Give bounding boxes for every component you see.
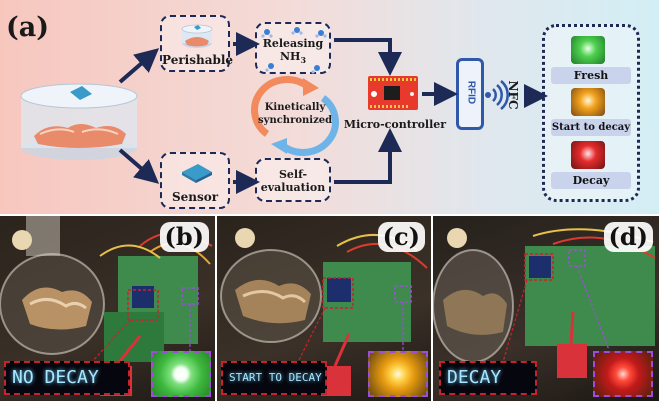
sensor-label: Sensor	[171, 190, 219, 204]
led-inset-decay	[593, 351, 653, 397]
panel-label-a: (a)	[6, 12, 50, 43]
lcd-decay: DECAY	[439, 361, 537, 395]
lcd-no-decay: NO DECAY	[4, 361, 130, 395]
kinetic-line1: Kinetically	[264, 102, 326, 113]
self-evaluation-box: Self- evaluation	[255, 158, 331, 202]
wireless-signal-icon	[485, 80, 509, 110]
rfid-label: RFID	[465, 80, 477, 105]
kinetic-label: Kinetically synchronized	[258, 101, 332, 127]
nh3-subscript: 3	[300, 55, 307, 66]
sync-cycle-arrows	[251, 76, 339, 156]
rfid-tag: RFID	[456, 58, 484, 130]
flask-with-salmon-c	[220, 228, 428, 396]
petri-dish-illustration	[20, 83, 138, 160]
nfc-label: NFC	[506, 80, 520, 110]
start-to-decay-state-label: Start to decay	[551, 119, 631, 136]
releasing-label: Releasing NH3	[257, 37, 329, 67]
microcontroller-board-icon	[368, 76, 418, 110]
sensor-chip-icon	[182, 164, 212, 183]
microcontroller-label: Micro-controller	[343, 118, 447, 131]
self-eval-line1: Self-	[278, 168, 308, 181]
panel-label-b: (b)	[159, 222, 209, 252]
sensor-box: Sensor	[160, 152, 230, 209]
led-inset-fresh	[151, 351, 211, 397]
releasing-line1: Releasing	[262, 37, 324, 50]
kinetic-line2: synchronized	[258, 115, 333, 126]
photo-panel-d: (d) DECAY	[433, 216, 659, 401]
dish-to-perishable-arrow	[118, 48, 160, 84]
decay-state-label: Decay	[551, 172, 631, 189]
panel-label-d: (d)	[603, 222, 653, 252]
photo-panel-c: (c) START TO DECAY	[217, 216, 431, 401]
start-to-decay-led-icon	[571, 88, 605, 116]
molecule-icons	[261, 27, 327, 74]
self-evaluation-label: Self- evaluation	[257, 168, 329, 194]
flask-with-salmon-d	[433, 228, 656, 378]
led-inset-start-to-decay	[368, 351, 428, 397]
schematic-panel: (a) Perishable Sensor	[0, 0, 659, 214]
perishable-label: Perishable	[162, 53, 234, 67]
photo-panel-b: (b) NO DECAY	[0, 216, 215, 401]
lcd-start-to-decay: START TO DECAY	[221, 361, 327, 395]
perishable-box: Perishable	[160, 15, 234, 72]
panel-label-c: (c)	[377, 222, 425, 252]
releasing-to-microcontroller-arrow	[334, 38, 402, 76]
releasing-nh3-box: Releasing NH3	[255, 22, 331, 74]
nh3-formula: NH	[279, 50, 301, 63]
fresh-led-icon	[571, 36, 605, 64]
self-eval-line2: evaluation	[260, 181, 326, 194]
small-dish-icon	[181, 24, 213, 48]
fresh-state-label: Fresh	[551, 67, 631, 84]
decay-led-icon	[571, 141, 605, 169]
